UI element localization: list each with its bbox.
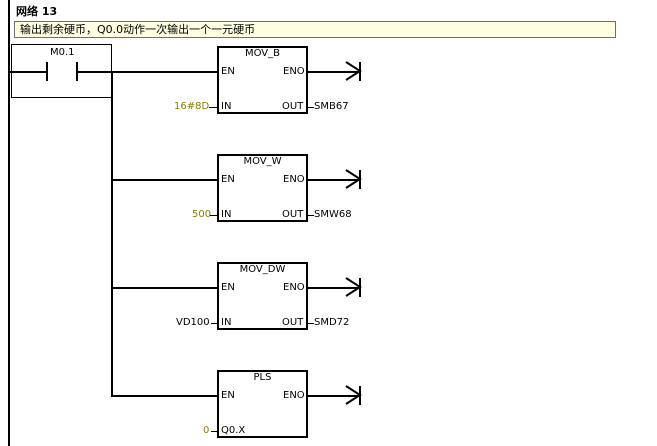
out-operand[interactable]: SMW68	[314, 209, 352, 220]
pin-stub	[209, 107, 218, 108]
pin-stub	[307, 107, 314, 108]
eno-wire	[307, 395, 361, 397]
contact-label: M0.1	[50, 47, 75, 58]
rung-wire	[10, 71, 47, 73]
branch-wire	[111, 71, 113, 397]
contact-left-bar	[46, 62, 48, 81]
block-name: PLS	[253, 372, 272, 383]
out-operand[interactable]: SMD72	[314, 317, 350, 328]
in-operand[interactable]: 0	[203, 425, 210, 436]
eno-pin: ENO	[283, 66, 305, 77]
in-pin: Q0.X	[221, 425, 246, 436]
in-pin: IN	[221, 101, 232, 112]
in-pin: IN	[221, 209, 232, 220]
mov-b-block[interactable]	[217, 46, 308, 114]
coil-arrow-icon	[345, 277, 362, 297]
network-title: 网络 13	[16, 5, 58, 18]
branch-wire	[111, 395, 218, 397]
block-name: MOV_W	[243, 156, 282, 167]
network-comment[interactable]: 输出剩余硬币，Q0.0动作一次输出一个一元硬币	[14, 21, 616, 38]
eno-pin: ENO	[283, 282, 305, 293]
branch-wire	[111, 179, 218, 181]
mov-w-block[interactable]	[217, 154, 308, 222]
pls-block[interactable]	[217, 370, 308, 438]
in-operand[interactable]: 16#8D	[174, 101, 210, 112]
pin-stub	[211, 431, 218, 432]
mov-dw-block[interactable]	[217, 262, 308, 330]
out-pin: OUT	[282, 209, 304, 220]
branch-wire	[111, 287, 218, 289]
eno-wire	[307, 179, 361, 181]
in-operand[interactable]: 500	[192, 209, 212, 220]
pin-stub	[307, 323, 314, 324]
power-rail	[8, 0, 10, 446]
eno-wire	[307, 71, 361, 73]
en-pin: EN	[221, 390, 235, 401]
en-pin: EN	[221, 282, 235, 293]
coil-arrow-icon	[345, 169, 362, 189]
pin-stub	[307, 215, 314, 216]
pin-stub	[211, 323, 218, 324]
eno-pin: ENO	[283, 390, 305, 401]
out-operand[interactable]: SMB67	[314, 101, 349, 112]
coil-arrow-icon	[345, 385, 362, 405]
out-pin: OUT	[282, 101, 304, 112]
in-pin: IN	[221, 317, 232, 328]
coil-arrow-icon	[345, 61, 362, 81]
out-pin: OUT	[282, 317, 304, 328]
eno-wire	[307, 287, 361, 289]
rung-wire	[77, 71, 218, 73]
en-pin: EN	[221, 174, 235, 185]
in-operand[interactable]: VD100	[176, 317, 210, 328]
en-pin: EN	[221, 66, 235, 77]
pin-stub	[210, 215, 218, 216]
block-name: MOV_DW	[239, 264, 286, 275]
eno-pin: ENO	[283, 174, 305, 185]
block-name: MOV_B	[244, 48, 281, 59]
